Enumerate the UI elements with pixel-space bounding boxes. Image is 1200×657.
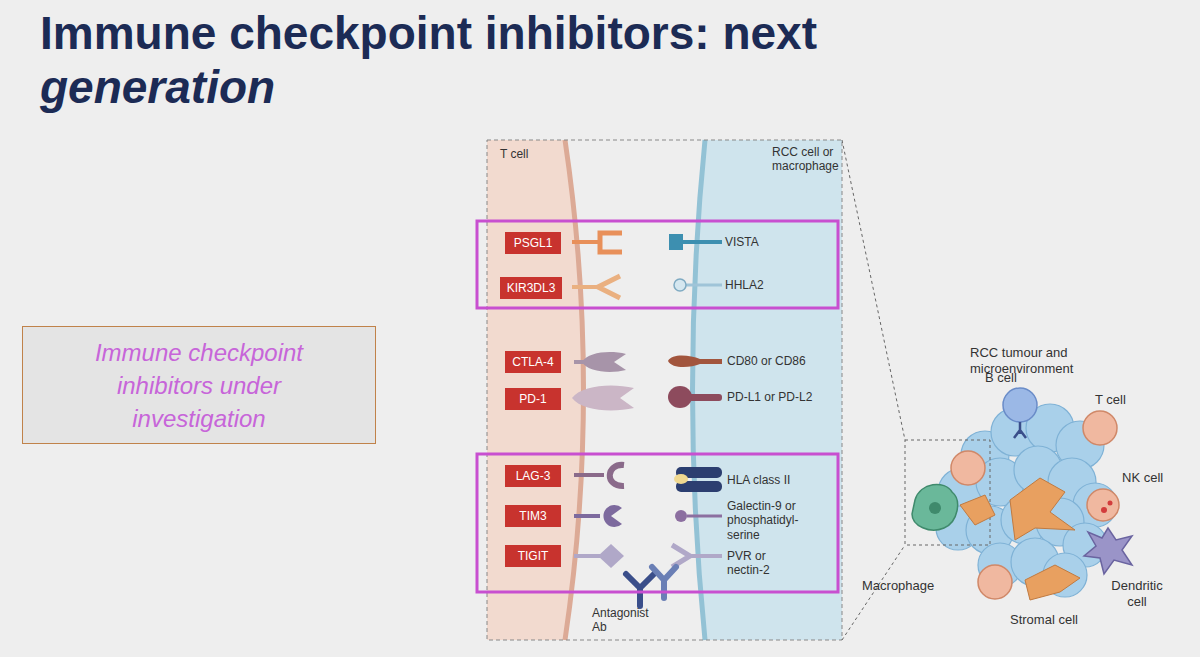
stromal-cell: [1025, 565, 1080, 600]
ligand-stem: [690, 554, 722, 558]
stromal-cell: [1010, 478, 1075, 540]
label-text: RCC cell or macrophage: [772, 145, 840, 174]
receptor-stem: [574, 473, 604, 477]
antibody: [626, 574, 654, 606]
checkpoint-label: TIM3: [505, 505, 561, 527]
t-cell: [951, 451, 985, 485]
label-text: PD-L1 or PD-L2: [727, 390, 812, 404]
tim3-receptor: [603, 505, 622, 527]
lag3-receptor: [610, 465, 624, 486]
ligand-stem: [687, 515, 722, 518]
macrophage: [912, 484, 958, 530]
dendritic-cell: [1084, 528, 1132, 574]
checkpoint-label: TIGIT: [505, 545, 561, 567]
t-cell: [1083, 411, 1117, 445]
node-text: TIM3: [519, 509, 546, 523]
t-cell: [978, 565, 1012, 599]
granule: [1101, 507, 1107, 513]
label-text: Antagonist Ab: [592, 606, 664, 635]
peptide: [674, 474, 688, 484]
pvr-ligand: [672, 545, 690, 567]
label-text: NK cell: [1122, 470, 1163, 486]
ligand-stem: [686, 284, 722, 287]
tigit-receptor: [598, 544, 624, 568]
label-text: T cell: [1095, 392, 1126, 408]
node-text: PD-1: [519, 392, 546, 406]
checkpoint-label: LAG-3: [505, 465, 561, 487]
antibody: [1014, 422, 1026, 438]
rcc-membrane: [693, 140, 843, 640]
nk-cell: [1087, 489, 1119, 521]
label-text: Dendritic cell: [1106, 578, 1168, 609]
b-cell: [1003, 388, 1037, 422]
node-text: Immune checkpoint inhibitors under inves…: [68, 336, 330, 435]
pdl1-ligand: [668, 386, 692, 408]
node-text: CTLA-4: [512, 355, 553, 369]
checkpoint-label: KIR3DL3: [500, 277, 562, 299]
vista-ligand: [669, 234, 683, 250]
psgl1-receptor: [600, 233, 622, 252]
stromal-cell: [960, 495, 995, 525]
node-text: LAG-3: [516, 469, 551, 483]
node-text: TIGIT: [518, 549, 549, 563]
membrane-edge: [565, 140, 584, 640]
receptor-stem: [572, 240, 600, 244]
checkpoint-label: PD-1: [505, 388, 561, 410]
label-text: VISTA: [725, 235, 759, 249]
zoom-box: [487, 140, 842, 640]
membrane-edge: [693, 140, 706, 640]
checkpoint-label: CTLA-4: [505, 351, 561, 373]
highlight-box: [477, 221, 838, 308]
receptor-stem: [574, 514, 600, 518]
label-text: Macrophage: [862, 578, 934, 594]
t-cell-membrane: [487, 140, 584, 640]
label-text: Galectin-9 or phosphatidyl-serine: [727, 499, 822, 542]
label-text: B cell: [985, 370, 1017, 386]
label-text: HLA class II: [727, 473, 790, 487]
note-box: Immune checkpoint inhibitors under inves…: [22, 326, 376, 444]
title-text: Immune checkpoint inhibitors: next gener…: [40, 6, 860, 114]
node-text: PSGL1: [514, 236, 553, 250]
hhla2-ligand: [674, 279, 686, 291]
label-text: CD80 or CD86: [727, 354, 806, 368]
receptor-stem: [574, 554, 600, 558]
leader-line: [842, 140, 905, 440]
ctla4-receptor: [582, 352, 626, 372]
highlight-box: [477, 454, 838, 592]
label-text: HHLA2: [725, 278, 764, 292]
label-text: T cell: [500, 147, 528, 161]
nucleus: [929, 502, 941, 514]
label-text: PVR or nectin-2: [727, 549, 787, 578]
cd80-ligand: [668, 356, 722, 368]
granule: [1108, 501, 1113, 506]
node-text: KIR3DL3: [507, 281, 556, 295]
label-text: Stromal cell: [1010, 612, 1078, 628]
checkpoint-label: PSGL1: [505, 232, 561, 254]
ligand-stem: [688, 394, 722, 401]
pd1-receptor: [572, 385, 634, 410]
zoom-box: [905, 440, 990, 545]
kir-receptor: [598, 276, 620, 298]
ligand-stem: [682, 240, 722, 244]
galectin-ligand: [675, 510, 687, 522]
